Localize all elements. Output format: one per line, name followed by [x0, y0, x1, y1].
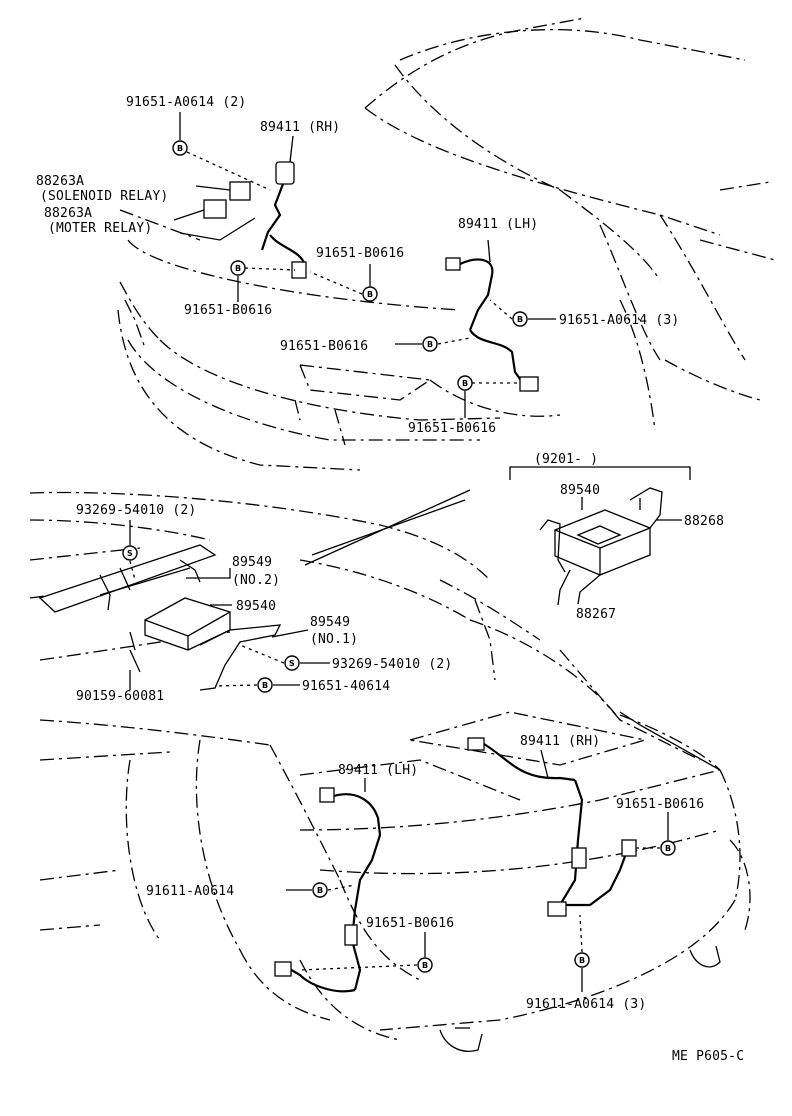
label-88263A-moter: 88263A	[44, 206, 92, 221]
label-89411-rh-rear: 89411 (RH)	[520, 734, 600, 749]
part-labels: 91651-A0614 (2) 89411 (RH) 88263A (SOLEN…	[36, 95, 744, 1064]
svg-text:B: B	[262, 681, 268, 690]
label-89411-rh-front: 89411 (RH)	[260, 120, 340, 135]
inset-bracket	[509, 466, 691, 480]
front-lh-speed-sensor	[445, 257, 539, 392]
label-solenoid-relay: (SOLENOID RELAY)	[40, 189, 168, 204]
svg-text:S: S	[127, 549, 133, 558]
svg-text:B: B	[367, 290, 373, 299]
label-89411-lh-rear: 89411 (LH)	[338, 763, 418, 778]
trunk-leader-lines	[129, 520, 330, 690]
label-no2: (NO.2)	[232, 573, 280, 588]
label-91611-A0614: 91611-A0614	[146, 884, 234, 899]
label-91651-A0614-2: 91651-A0614 (2)	[126, 95, 246, 110]
svg-text:B: B	[579, 956, 585, 965]
label-91651-B0616-a: 91651-B0616	[316, 246, 404, 261]
svg-text:B: B	[317, 886, 323, 895]
label-89549-no2: 89549	[232, 555, 272, 570]
label-no1: (NO.1)	[310, 632, 358, 647]
label-91651-B0616-e: 91651-B0616	[616, 797, 704, 812]
label-moter-relay: (MOTER RELAY)	[48, 221, 152, 236]
label-91651-B0616-d: 91651-B0616	[408, 421, 496, 436]
rear-body-outline	[39, 711, 751, 1052]
svg-text:B: B	[235, 264, 241, 273]
svg-text:B: B	[462, 379, 468, 388]
front-leader-lines	[173, 112, 556, 418]
label-91651-40614: 91651-40614	[302, 679, 390, 694]
label-9201-range: (9201- )	[534, 452, 598, 467]
svg-text:B: B	[427, 340, 433, 349]
label-91651-A0614-3: 91651-A0614 (3)	[559, 313, 679, 328]
front-body-outline	[117, 17, 776, 471]
front-rh-speed-sensor	[260, 161, 307, 279]
trunk-markers: S S B	[122, 545, 300, 693]
label-91651-B0616-c: 91651-B0616	[280, 339, 368, 354]
svg-text:B: B	[665, 844, 671, 853]
label-88263A-solenoid: 88263A	[36, 174, 84, 189]
rear-rh-speed-sensor	[467, 737, 637, 917]
rear-leader-lines	[286, 749, 669, 992]
label-91651-B0616-f: 91651-B0616	[366, 916, 454, 931]
label-89540-trunk: 89540	[236, 599, 276, 614]
svg-text:B: B	[517, 315, 523, 324]
label-89540-inset: 89540	[560, 483, 600, 498]
label-91651-B0616-b: 91651-B0616	[184, 303, 272, 318]
inset-ecu	[539, 487, 682, 606]
relays	[179, 181, 256, 241]
front-bolt-markers: B B B B B B	[172, 140, 528, 391]
label-88268: 88268	[684, 514, 724, 529]
label-88267: 88267	[576, 607, 616, 622]
trunk-ecu-assembly	[38, 544, 282, 691]
label-90159-60081: 90159-60081	[76, 689, 164, 704]
diagram-code: ME P605-C	[672, 1049, 744, 1064]
label-89411-lh-front: 89411 (LH)	[458, 217, 538, 232]
rear-lh-speed-sensor	[274, 787, 382, 993]
svg-text:B: B	[422, 961, 428, 970]
label-89549-no1: 89549	[310, 615, 350, 630]
svg-text:B: B	[177, 144, 183, 153]
label-93269-54010-top: 93269-54010 (2)	[76, 503, 196, 518]
label-93269-54010-bottom: 93269-54010 (2)	[332, 657, 452, 672]
rear-bolt-markers: B B B B	[312, 840, 676, 973]
svg-text:S: S	[289, 659, 295, 668]
label-91611-A0614-3: 91611-A0614 (3)	[526, 997, 646, 1012]
